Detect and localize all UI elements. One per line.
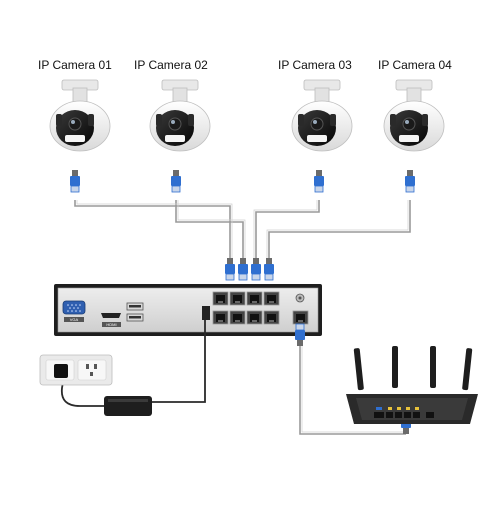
camera-cables <box>74 200 411 258</box>
rj45-connector-icon <box>250 257 262 281</box>
camera-04-label: IP Camera 04 <box>378 58 452 72</box>
camera-02-label: IP Camera 02 <box>134 58 208 72</box>
lan-port <box>292 310 309 325</box>
camera-03-label: IP Camera 03 <box>278 58 352 72</box>
rj45-connector-icon <box>170 169 182 193</box>
rj45-connector-icon <box>237 257 249 281</box>
power-plug <box>54 364 68 378</box>
cable-camera-01 <box>74 200 231 258</box>
ip-camera-icon <box>291 79 353 152</box>
ip-camera-icon <box>49 79 111 152</box>
vga-label: VGA <box>70 317 79 322</box>
ip-camera-03 <box>291 79 353 193</box>
rj45-connector-icon <box>263 257 275 281</box>
ip-camera-icon <box>149 79 211 152</box>
ip-camera-04 <box>383 79 445 193</box>
wifi-router <box>346 346 478 424</box>
cable-camera-02 <box>175 200 244 258</box>
ip-camera-01 <box>49 79 111 193</box>
rj45-connector-icon <box>294 323 306 347</box>
rj45-connector-icon <box>224 257 236 281</box>
rj45-connector-icon <box>313 169 325 193</box>
lan-cable <box>294 323 412 435</box>
ip-camera-02 <box>149 79 211 193</box>
rj45-connector-icon <box>69 169 81 193</box>
cable-camera-03 <box>255 200 320 258</box>
power-supply <box>39 320 206 416</box>
nvr-recorder: VGA HDMI <box>54 284 322 336</box>
ip-camera-icon <box>383 79 445 152</box>
power-cable <box>150 320 206 403</box>
camera-01-label: IP Camera 01 <box>38 58 112 72</box>
rj45-connector-icon <box>404 169 416 193</box>
hdmi-label: HDMI <box>106 322 116 327</box>
cable-camera-04 <box>268 200 411 258</box>
